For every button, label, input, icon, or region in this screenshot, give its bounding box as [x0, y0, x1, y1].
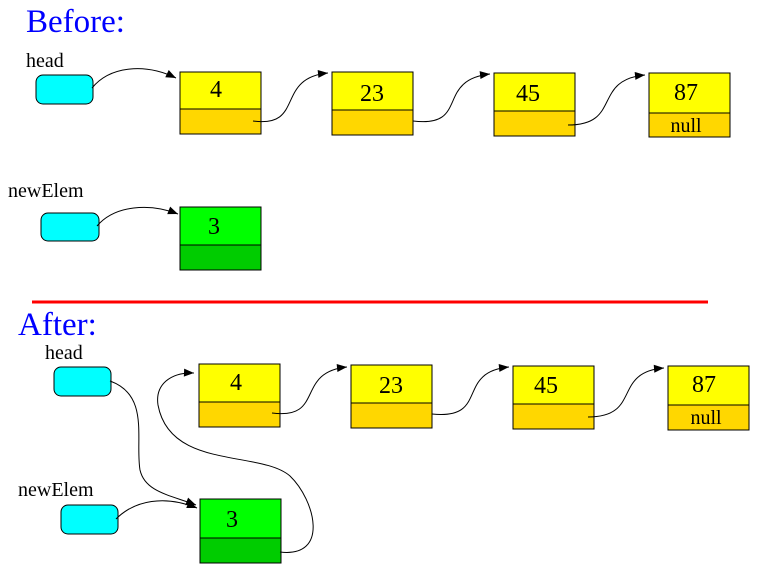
before-newelem-label: newElem [8, 180, 84, 202]
after-node-3: 45 [512, 365, 595, 430]
after-node-4-value: 87 [692, 372, 716, 398]
after-node-2-value: 23 [379, 373, 403, 399]
after-title: After: [18, 307, 97, 343]
before-node-2-value: 23 [360, 81, 384, 107]
before-node-3-value: 45 [516, 81, 540, 107]
after-arrow-3 [587, 364, 665, 418]
after-node-1: 4 [198, 363, 281, 428]
after-head-arrow [109, 380, 197, 506]
after-new-node: 3 [199, 498, 282, 564]
before-node-4-value: 87 [674, 80, 698, 106]
before-node-1: 4 [179, 71, 262, 135]
before-new-node: 3 [179, 206, 262, 271]
after-arrow-2 [431, 363, 510, 415]
after-newelem-label: newElem [18, 479, 94, 501]
before-new-node-value: 3 [208, 214, 220, 240]
before-node-2: 23 [331, 71, 414, 136]
before-head-label: head [26, 50, 64, 72]
after-new-node-value: 3 [226, 507, 238, 533]
before-newelem-pointer [40, 212, 100, 242]
before-head-pointer [35, 74, 94, 105]
after-node-1-value: 4 [230, 370, 242, 396]
before-arrow-1 [252, 69, 329, 123]
before-head-arrow [91, 68, 177, 89]
before-arrow-3 [567, 71, 646, 126]
after-node-4-null: null [690, 407, 722, 429]
after-node-4: 87 null [667, 365, 750, 431]
after-head-pointer [53, 366, 112, 397]
after-newelem-pointer [60, 504, 119, 535]
after-node-2: 23 [350, 364, 433, 429]
before-node-3: 45 [493, 72, 576, 137]
before-title: Before: [26, 4, 125, 40]
before-node-1-value: 4 [210, 77, 222, 103]
before-node-4: 87 null [648, 72, 731, 138]
before-node-4-null: null [670, 115, 702, 137]
before-newelem-arrow [96, 206, 179, 227]
after-new-next-arrow [157, 368, 314, 553]
after-newelem-arrow [115, 500, 198, 520]
after-arrow-1 [271, 363, 348, 415]
after-node-3-value: 45 [534, 373, 558, 399]
after-head-label: head [45, 342, 83, 364]
before-arrow-2 [412, 71, 491, 123]
